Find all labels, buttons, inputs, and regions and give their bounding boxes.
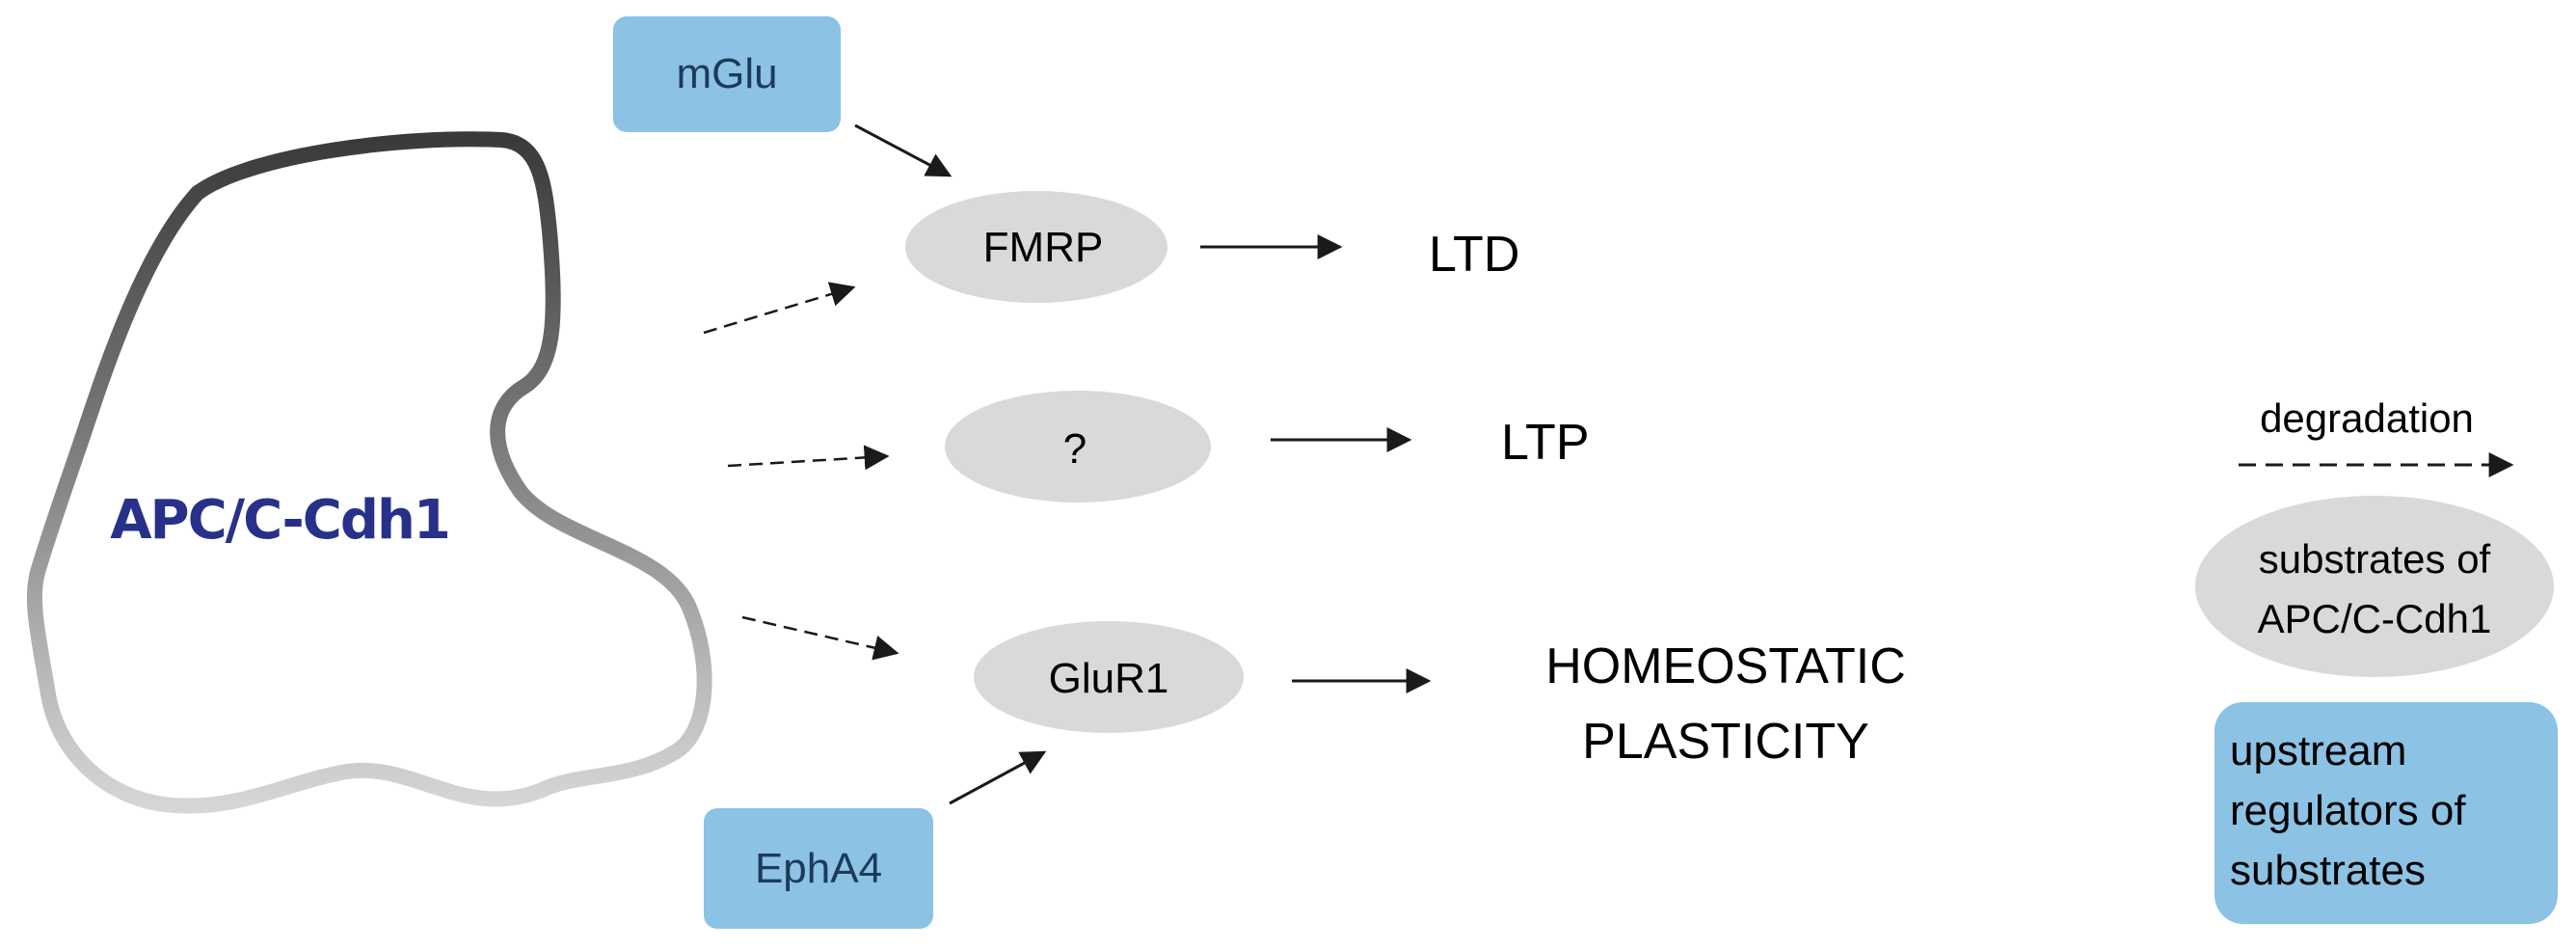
arrow-mglu-to-fmrp (854, 123, 953, 177)
legend: degradation substrates of APC/C-Cdh1 ups… (2195, 395, 2558, 924)
substrate-glur1: GluR1 (974, 621, 1244, 733)
substrate-unknown: ? (945, 391, 1211, 502)
substrate-label-glur1: GluR1 (1049, 655, 1169, 702)
substrate-ellipse-unknown (945, 391, 1211, 502)
degradation-arrow-unknown (727, 445, 890, 471)
degradation-arrow-glur1 (741, 615, 899, 661)
legend-regulator-box (2214, 702, 2558, 924)
outcome-homeostatic-line2: PLASTICITY (1582, 714, 1869, 770)
regulator-box-epha4 (704, 808, 933, 929)
substrate-ellipse-fmrp (905, 191, 1167, 303)
regulator-label-epha4: EphA4 (755, 845, 882, 892)
legend-regulator-line3: substrates (2230, 847, 2426, 894)
arrow-epha4-to-glur1 (949, 750, 1047, 805)
regulator-epha4: EphA4 (704, 808, 933, 929)
degradation-arrow-fmrp (703, 282, 856, 335)
legend-regulator-line1: upstream (2230, 727, 2406, 774)
regulator-mglu: mGlu (613, 16, 841, 132)
apc-complex: APC/C-Cdh1 (26, 131, 712, 814)
substrate-label-unknown: ? (1063, 425, 1087, 473)
legend-substrate-ellipse (2195, 496, 2554, 677)
substrate-fmrp: FMRP (905, 191, 1167, 303)
outcome-ltp: LTP (1501, 415, 1590, 471)
regulator-box-mglu (613, 16, 841, 132)
legend-substrate-line1: substrates of (2259, 536, 2491, 582)
apc-complex-label: APC/C-Cdh1 (110, 489, 449, 552)
legend-degradation-label: degradation (2260, 395, 2474, 441)
outcome-homeostatic-line1: HOMEOSTATIC (1545, 638, 1906, 694)
substrate-label-fmrp: FMRP (983, 224, 1104, 271)
legend-regulator-line2: regulators of (2230, 787, 2466, 834)
regulator-label-mglu: mGlu (676, 50, 777, 97)
substrate-ellipse-glur1 (974, 621, 1244, 733)
outcome-ltd: LTD (1429, 227, 1519, 283)
apc-complex-outline (26, 131, 712, 814)
legend-substrate-line2: APC/C-Cdh1 (2258, 596, 2492, 641)
